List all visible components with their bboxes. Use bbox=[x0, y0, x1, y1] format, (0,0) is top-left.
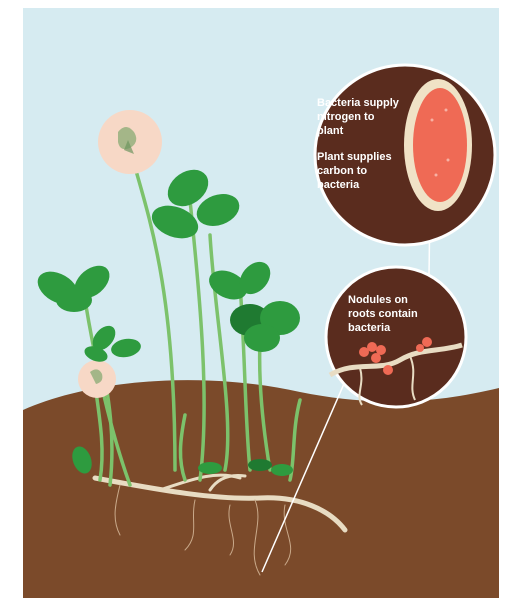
nodule-cross-section-image bbox=[404, 79, 472, 211]
callout-text-line: Bacteria supply bbox=[317, 97, 400, 109]
root-nodules-callout: Nodules on roots contain bacteria bbox=[326, 267, 466, 407]
callout-text-line: bacteria bbox=[348, 322, 391, 334]
nodule-cross-section-callout: Bacteria supply nitrogen to plant Plant … bbox=[315, 65, 495, 245]
callout-text-line: Plant supplies bbox=[317, 151, 392, 163]
clover-flower-top bbox=[98, 110, 162, 174]
callout-text-line: nitrogen to bbox=[317, 111, 375, 123]
clover-flower-small bbox=[78, 360, 116, 398]
callout-text-line: carbon to bbox=[317, 165, 367, 177]
callout-text-line: roots contain bbox=[348, 308, 418, 320]
callout-text-line: bacteria bbox=[317, 179, 360, 191]
callout-text-line: plant bbox=[317, 125, 344, 137]
callout-text-line: Nodules on bbox=[348, 294, 408, 306]
